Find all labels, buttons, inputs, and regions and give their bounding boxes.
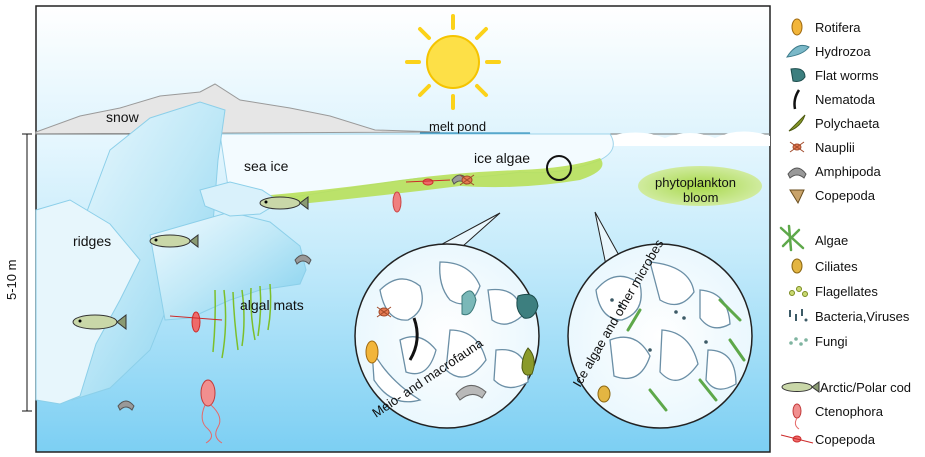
- legend-label-algae: Algae: [815, 233, 848, 248]
- algal-mats-label: algal mats: [240, 297, 304, 313]
- sea-ice-label: sea ice: [244, 158, 289, 174]
- ctenophora-small: [393, 192, 401, 212]
- legend-label-copepoda: Copepoda: [815, 188, 876, 203]
- amphipoda-icon: [788, 168, 806, 178]
- legend: Rotifera Hydrozoa Flat worms Nematoda Po…: [781, 19, 911, 447]
- ice-algae-label: ice algae: [474, 150, 530, 166]
- depth-scale: [22, 134, 32, 411]
- legend-label-pelagic-copepoda: Copepoda: [815, 432, 876, 447]
- fungi-icon: [789, 337, 808, 346]
- legend-label-ciliates: Ciliates: [815, 259, 858, 274]
- ctenophora-icon: [793, 404, 801, 429]
- algae-icon: [781, 226, 803, 250]
- open-water-waves: [610, 131, 770, 146]
- nauplius-in-inset: [377, 307, 391, 317]
- sun-icon: [407, 16, 499, 108]
- ciliates-icon: [792, 259, 802, 273]
- legend-label-arctic-polar-cod: Arctic/Polar cod: [820, 380, 911, 395]
- ridges-label: ridges: [73, 233, 111, 249]
- copepoda-icon: [790, 190, 804, 203]
- legend-label-fungi: Fungi: [815, 334, 848, 349]
- legend-label-ctenophora: Ctenophora: [815, 404, 884, 419]
- bloom-label: bloom: [683, 190, 718, 205]
- ciliate-in-inset: [598, 386, 610, 402]
- hydrozoa-icon: [787, 45, 809, 57]
- nematoda-icon: [795, 90, 800, 109]
- legend-label-amphipoda: Amphipoda: [815, 164, 882, 179]
- snow-label: snow: [106, 109, 140, 125]
- depth-label: 5-10 m: [4, 260, 19, 300]
- bacteria-viruses-icon: [789, 309, 808, 322]
- phytoplankton-label: phytoplankton: [655, 175, 736, 190]
- polychaeta-icon: [789, 115, 805, 131]
- legend-label-rotifera: Rotifera: [815, 20, 861, 35]
- legend-label-nauplii: Nauplii: [815, 140, 855, 155]
- cod-icon: [782, 382, 819, 392]
- nauplius: [460, 175, 474, 185]
- legend-label-flagellates: Flagellates: [815, 284, 878, 299]
- pelagic-copepoda-icon: [781, 435, 813, 443]
- flagellates-icon: [790, 287, 808, 297]
- legend-label-hydrozoa: Hydrozoa: [815, 44, 871, 59]
- rotifera-icon: [792, 19, 802, 35]
- rotifer-in-inset: [366, 341, 378, 363]
- flatworm-icon: [791, 69, 805, 82]
- legend-label-flat-worms: Flat worms: [815, 68, 879, 83]
- main-scene: snow melt pond sea ice ice algae phytopl…: [4, 6, 770, 452]
- melt-pond-label: melt pond: [429, 119, 486, 134]
- nauplii-icon: [790, 142, 804, 152]
- legend-label-polychaeta: Polychaeta: [815, 116, 880, 131]
- legend-label-bacteria-viruses: Bacteria,Viruses: [815, 309, 910, 324]
- legend-label-nematoda: Nematoda: [815, 92, 876, 107]
